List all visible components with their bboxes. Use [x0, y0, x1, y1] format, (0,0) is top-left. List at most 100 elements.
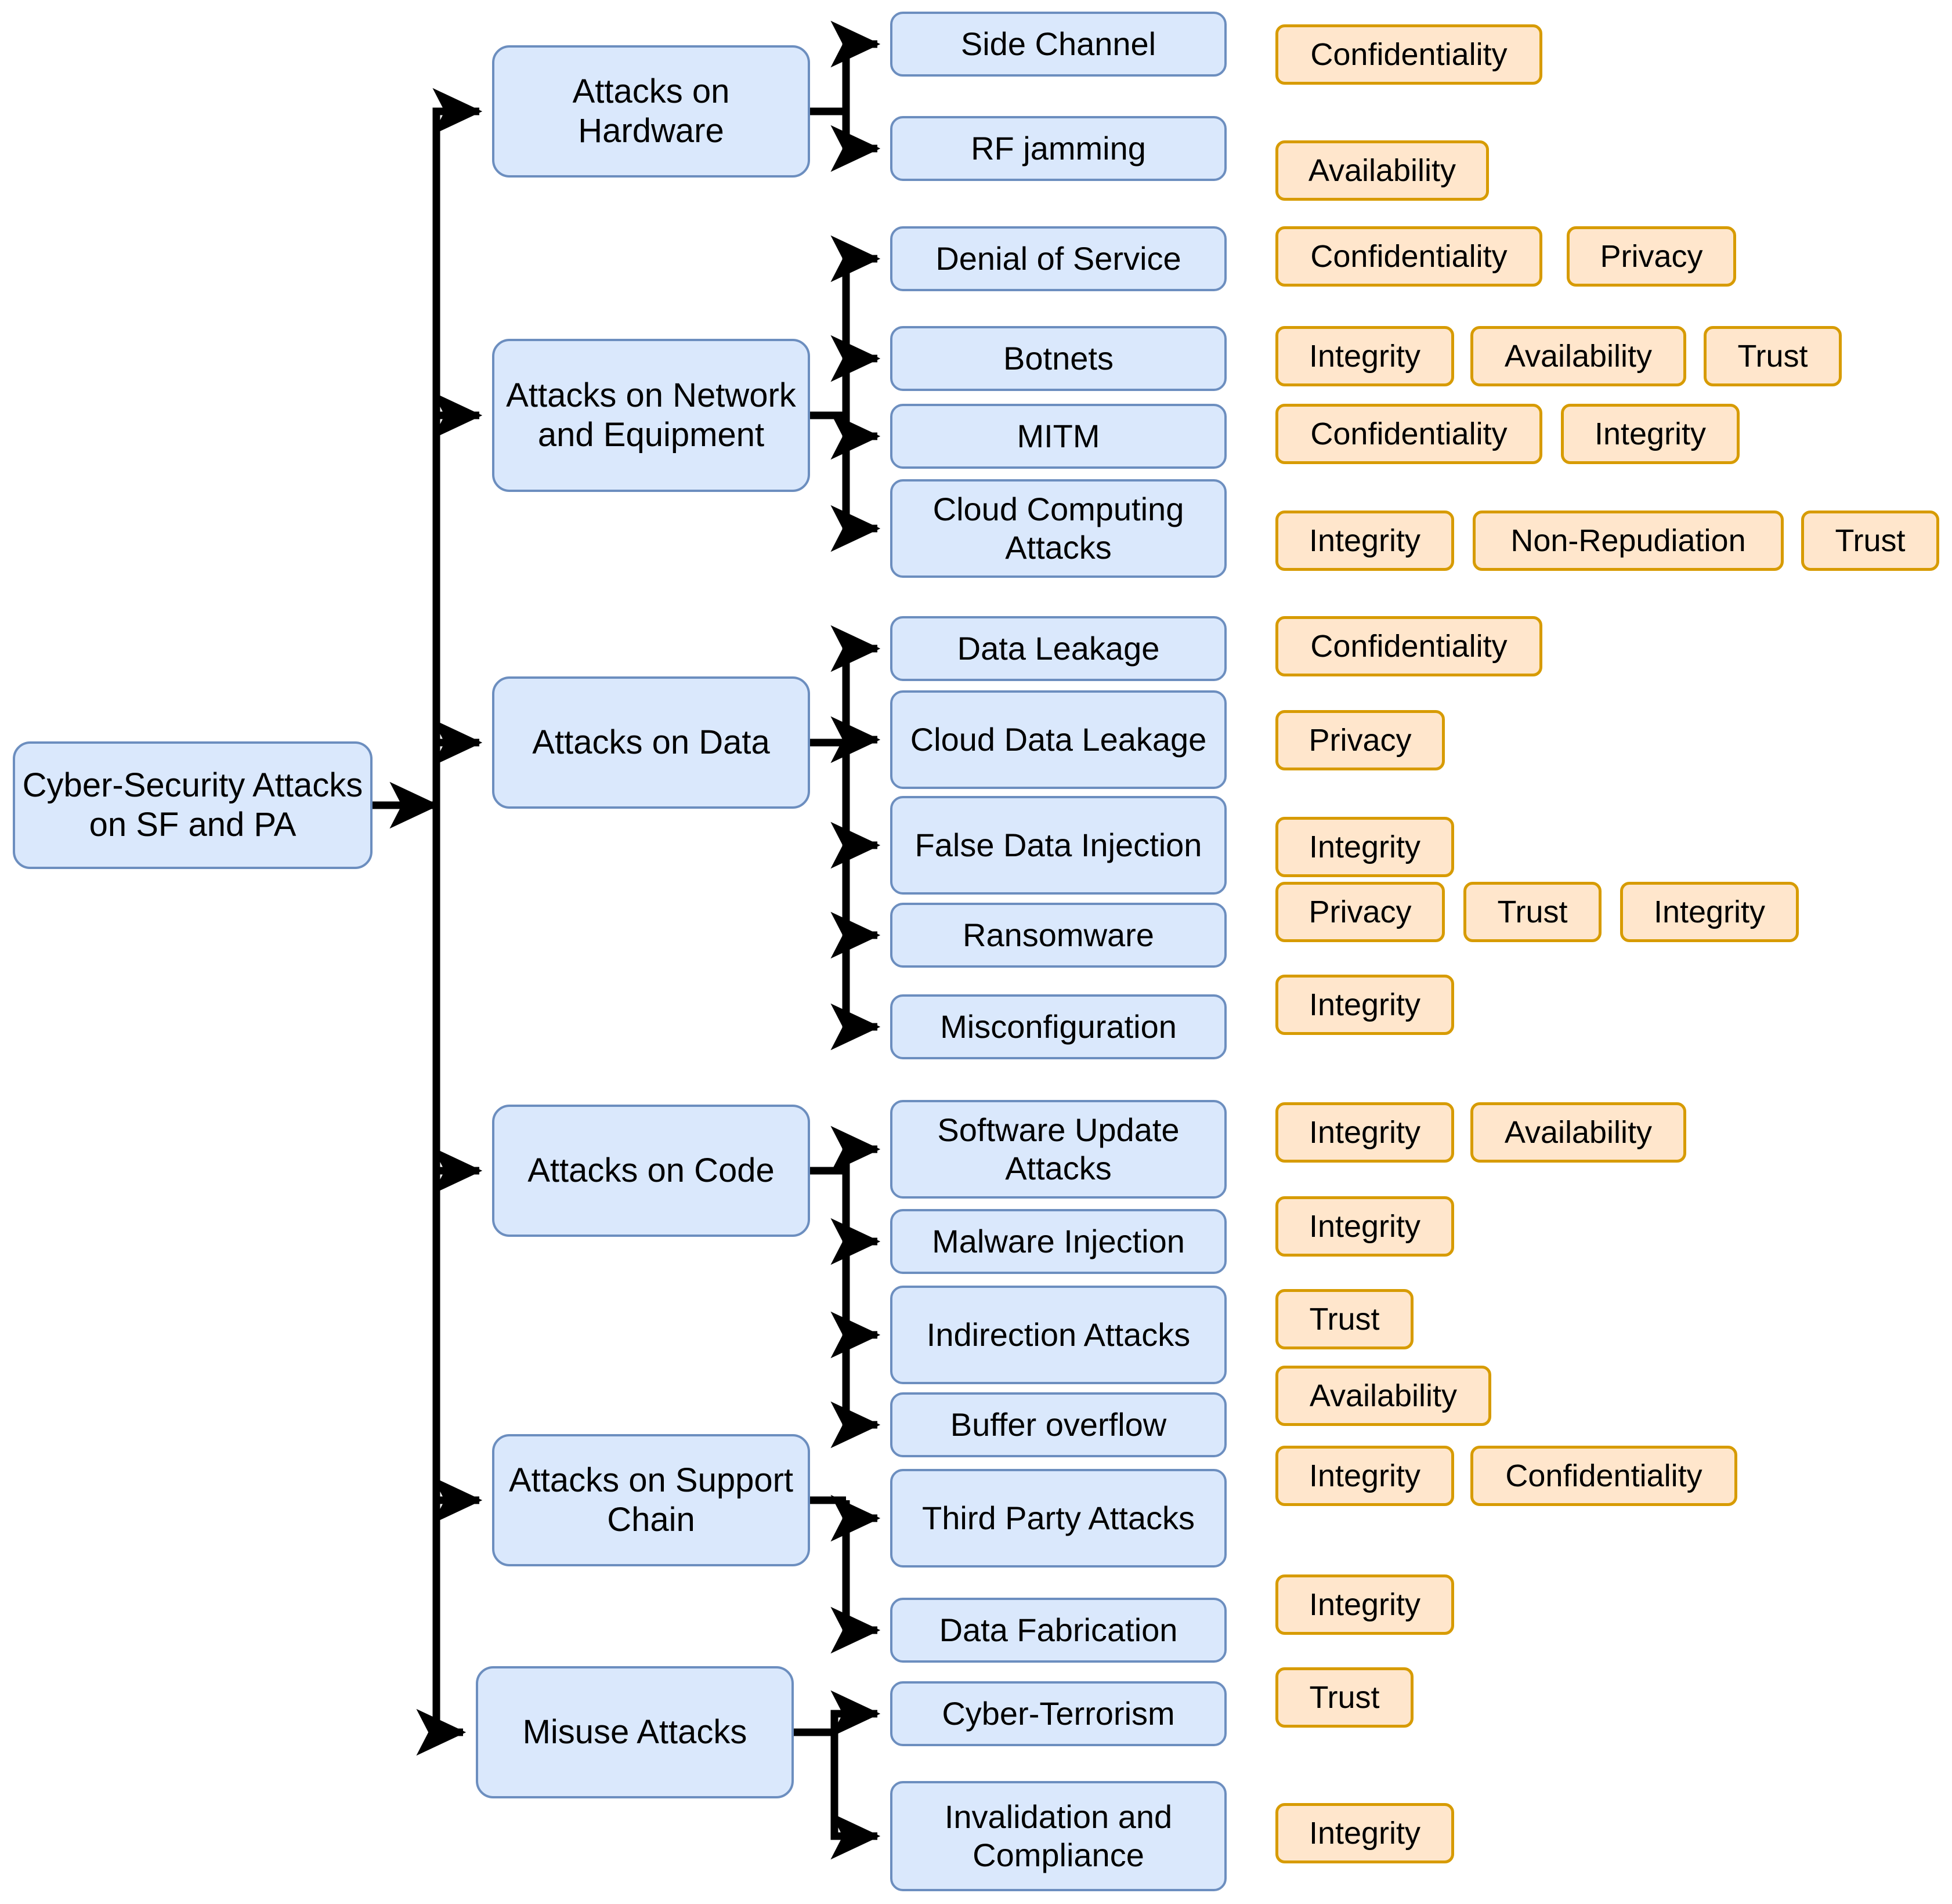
security-property-tag-integrity[interactable]: Integrity: [1275, 511, 1454, 571]
security-property-tag-label: Confidentiality: [1310, 417, 1508, 451]
security-property-tag-availability[interactable]: Availability: [1275, 1366, 1491, 1426]
leaf-node-label: Third Party Attacks: [922, 1499, 1195, 1536]
security-property-tag-trust[interactable]: Trust: [1463, 882, 1602, 942]
security-property-tag-label: Non-Repudiation: [1510, 523, 1746, 558]
security-property-tag-label: Integrity: [1308, 1816, 1421, 1851]
leaf-node-false-data-injection[interactable]: False Data Injection: [890, 796, 1227, 895]
leaf-node-label: RF jamming: [971, 129, 1146, 166]
security-property-tag-label: Integrity: [1308, 1115, 1421, 1150]
security-property-tag-privacy[interactable]: Privacy: [1275, 882, 1445, 942]
security-property-tag-label: Trust: [1309, 1680, 1380, 1715]
leaf-node-cyber-terrorism[interactable]: Cyber-Terrorism: [890, 1681, 1227, 1746]
security-property-tag-confidentiality[interactable]: Confidentiality: [1275, 24, 1542, 85]
security-property-tag-label: Privacy: [1600, 239, 1703, 274]
leaf-node-label: Invalidation and Compliance: [944, 1798, 1173, 1873]
leaf-node-third-party-attacks[interactable]: Third Party Attacks: [890, 1469, 1227, 1568]
leaf-node-side-channel[interactable]: Side Channel: [890, 12, 1227, 77]
leaf-node-malware-injection[interactable]: Malware Injection: [890, 1209, 1227, 1274]
leaf-node-label: Indirection Attacks: [926, 1316, 1191, 1353]
category-node-support[interactable]: Attacks on Support Chain: [492, 1434, 810, 1566]
security-property-tag-integrity[interactable]: Integrity: [1275, 1574, 1454, 1635]
category-node-misuse[interactable]: Misuse Attacks: [476, 1666, 794, 1798]
security-property-tag-label: Trust: [1309, 1302, 1380, 1337]
category-node-label: Attacks on Support Chain: [508, 1461, 794, 1539]
leaf-node-denial-of-service[interactable]: Denial of Service: [890, 226, 1227, 291]
leaf-node-cloud-computing-attacks[interactable]: Cloud Computing Attacks: [890, 479, 1227, 578]
category-node-label: Attacks on Data: [532, 723, 770, 761]
security-property-tag-integrity[interactable]: Integrity: [1275, 1102, 1454, 1163]
security-property-tag-label: Integrity: [1308, 1587, 1421, 1622]
security-property-tag-label: Trust: [1497, 895, 1568, 929]
leaf-node-label: Denial of Service: [935, 240, 1181, 277]
leaf-node-data-fabrication[interactable]: Data Fabrication: [890, 1598, 1227, 1663]
leaf-node-misconfiguration[interactable]: Misconfiguration: [890, 994, 1227, 1059]
leaf-node-botnets[interactable]: Botnets: [890, 326, 1227, 391]
security-property-tag-trust[interactable]: Trust: [1801, 511, 1939, 571]
root-node-cyber-security-attacks[interactable]: Cyber-Security Attacks on SF and PA: [13, 741, 373, 869]
leaf-node-software-update-attacks[interactable]: Software Update Attacks: [890, 1100, 1227, 1199]
security-property-tag-label: Integrity: [1308, 987, 1421, 1022]
category-node-label: Attacks on Code: [527, 1151, 775, 1189]
leaf-node-data-leakage[interactable]: Data Leakage: [890, 616, 1227, 681]
security-property-tag-availability[interactable]: Availability: [1470, 326, 1686, 386]
security-property-tag-confidentiality[interactable]: Confidentiality: [1470, 1446, 1737, 1506]
security-property-tag-label: Availability: [1504, 1115, 1653, 1150]
security-property-tag-trust[interactable]: Trust: [1275, 1289, 1414, 1349]
leaf-node-label: Software Update Attacks: [937, 1111, 1180, 1186]
security-property-tag-label: Integrity: [1308, 1209, 1421, 1244]
leaf-node-label: Cyber-Terrorism: [942, 1695, 1175, 1732]
security-property-tag-label: Privacy: [1308, 723, 1412, 758]
security-property-tag-integrity[interactable]: Integrity: [1275, 1803, 1454, 1863]
security-property-tag-availability[interactable]: Availability: [1275, 140, 1489, 201]
leaf-node-label: Ransomware: [963, 916, 1154, 953]
security-property-tag-privacy[interactable]: Privacy: [1567, 226, 1736, 287]
leaf-node-label: Misconfiguration: [940, 1008, 1177, 1045]
leaf-node-label: Data Fabrication: [939, 1611, 1178, 1648]
security-property-tag-availability[interactable]: Availability: [1470, 1102, 1686, 1163]
leaf-node-buffer-overflow[interactable]: Buffer overflow: [890, 1392, 1227, 1457]
leaf-node-label: False Data Injection: [914, 826, 1202, 863]
security-property-tag-label: Availability: [1308, 153, 1456, 188]
leaf-node-label: Botnets: [1003, 339, 1114, 377]
security-property-tag-integrity[interactable]: Integrity: [1561, 404, 1740, 464]
category-node-label: Attacks on Hardware: [572, 72, 730, 150]
leaf-node-label: Data Leakage: [957, 629, 1160, 667]
security-property-tag-label: Confidentiality: [1505, 1458, 1702, 1493]
security-property-tag-integrity[interactable]: Integrity: [1275, 1196, 1454, 1257]
leaf-node-label: Cloud Computing Attacks: [932, 490, 1184, 566]
security-property-tag-privacy[interactable]: Privacy: [1275, 710, 1445, 770]
category-node-data[interactable]: Attacks on Data: [492, 676, 810, 809]
security-property-tag-label: Availability: [1309, 1378, 1458, 1413]
security-property-tag-label: Availability: [1504, 339, 1653, 374]
security-property-tag-non-repudiation[interactable]: Non-Repudiation: [1473, 511, 1784, 571]
security-property-tag-integrity[interactable]: Integrity: [1275, 326, 1454, 386]
security-property-tag-label: Integrity: [1653, 895, 1766, 929]
leaf-node-mitm[interactable]: MITM: [890, 404, 1227, 469]
leaf-node-cloud-data-leakage[interactable]: Cloud Data Leakage: [890, 690, 1227, 789]
leaf-node-label: MITM: [1017, 417, 1100, 454]
leaf-node-label: Cloud Data Leakage: [910, 721, 1207, 758]
leaf-node-label: Malware Injection: [932, 1222, 1185, 1259]
security-property-tag-integrity[interactable]: Integrity: [1275, 975, 1454, 1035]
category-node-network[interactable]: Attacks on Network and Equipment: [492, 339, 810, 492]
leaf-node-indirection-attacks[interactable]: Indirection Attacks: [890, 1286, 1227, 1384]
security-property-tag-confidentiality[interactable]: Confidentiality: [1275, 616, 1542, 676]
category-node-hardware[interactable]: Attacks on Hardware: [492, 45, 810, 178]
leaf-node-rf-jamming[interactable]: RF jamming: [890, 116, 1227, 181]
leaf-node-ransomware[interactable]: Ransomware: [890, 903, 1227, 968]
security-property-tag-integrity[interactable]: Integrity: [1620, 882, 1799, 942]
security-property-tag-confidentiality[interactable]: Confidentiality: [1275, 404, 1542, 464]
security-property-tag-integrity[interactable]: Integrity: [1275, 817, 1454, 877]
security-property-tag-trust[interactable]: Trust: [1275, 1667, 1414, 1728]
security-property-tag-confidentiality[interactable]: Confidentiality: [1275, 226, 1542, 287]
category-node-code[interactable]: Attacks on Code: [492, 1105, 810, 1237]
security-property-tag-trust[interactable]: Trust: [1704, 326, 1842, 386]
security-property-tag-label: Confidentiality: [1310, 629, 1508, 664]
leaf-node-invalidation-and-compliance[interactable]: Invalidation and Compliance: [890, 1781, 1227, 1891]
security-property-tag-label: Integrity: [1308, 1458, 1421, 1493]
category-node-label: Misuse Attacks: [522, 1713, 747, 1751]
security-property-tag-integrity[interactable]: Integrity: [1275, 1446, 1454, 1506]
leaf-node-label: Side Channel: [960, 25, 1156, 62]
security-property-tag-label: Integrity: [1308, 830, 1421, 864]
